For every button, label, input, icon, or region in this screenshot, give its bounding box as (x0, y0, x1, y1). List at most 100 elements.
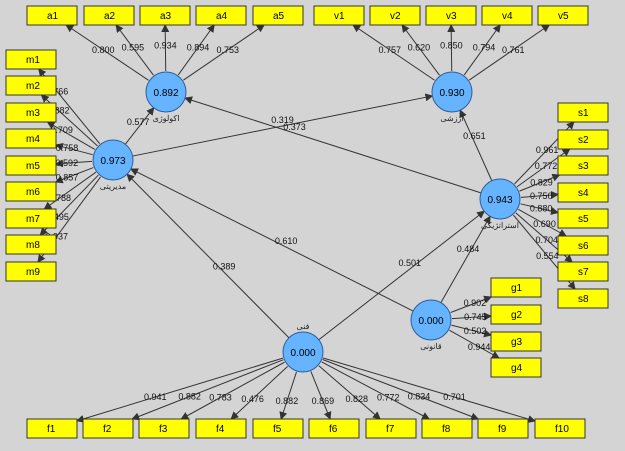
indicator-label: m8 (26, 240, 40, 251)
indicator-s1[interactable]: s1 (557, 102, 609, 123)
indicator-m2[interactable]: m2 (5, 75, 57, 96)
indicator-m5[interactable]: m5 (5, 155, 57, 176)
indicator-label: f4 (216, 424, 225, 435)
loading-label-v2: 0.620 (408, 43, 431, 53)
loading-label-g2: 0.745 (464, 312, 487, 322)
loading-label-s4: 0.750 (530, 191, 553, 201)
loading-arrow-g2 (451, 312, 492, 321)
loading-arrow-s5 (520, 203, 559, 215)
loading-label-s6: 0.690 (533, 219, 556, 229)
loading-arrow-f3 (180, 361, 285, 420)
loading-label-s5: 0.880 (530, 204, 553, 214)
indicator-m9[interactable]: m9 (5, 261, 57, 282)
indicator-m1[interactable]: m1 (5, 49, 57, 70)
loading-label-f1: 0.941 (144, 392, 167, 402)
indicator-f7[interactable]: f7 (365, 418, 417, 439)
indicator-s5[interactable]: s5 (557, 208, 609, 229)
indicator-f1[interactable]: f1 (26, 418, 78, 439)
indicator-label: g2 (511, 310, 523, 321)
indicator-label: f6 (329, 424, 338, 435)
indicator-label: v5 (558, 11, 569, 22)
path-coef-mod-arz: 0.319 (271, 115, 294, 125)
indicator-s3[interactable]: s3 (557, 155, 609, 176)
indicator-f10[interactable]: f10 (534, 418, 586, 439)
indicator-f9[interactable]: f9 (477, 418, 529, 439)
loading-arrow-f5 (279, 371, 297, 420)
loading-arrow-f2 (131, 359, 284, 421)
indicator-m4[interactable]: m4 (5, 128, 57, 149)
indicator-label: m5 (26, 161, 40, 172)
indicator-f8[interactable]: f8 (421, 418, 473, 439)
loading-arrow-a2 (115, 24, 154, 76)
path-arrow-mod-arz (132, 93, 434, 157)
indicator-f5[interactable]: f5 (252, 418, 304, 439)
loading-label-s8: 0.554 (536, 251, 559, 261)
path-arrow-fan-mod (126, 173, 290, 339)
indicator-a1[interactable]: a1 (26, 5, 78, 26)
indicator-label: s6 (578, 241, 589, 252)
indicator-a4[interactable]: a4 (195, 5, 247, 26)
indicator-s4[interactable]: s4 (557, 182, 609, 203)
latent-name: فنی (297, 322, 310, 331)
latent-name: اکولوژی (153, 114, 180, 123)
loading-arrow-a5 (183, 24, 265, 81)
indicator-g1[interactable]: g1 (490, 277, 542, 298)
latent-mod[interactable]: 0.973 مدیریتی (92, 139, 134, 191)
latent-akr[interactable]: 0.892 اکولوژی (145, 71, 187, 123)
loading-arrow-f10 (322, 357, 536, 423)
loading-label-s7: 0.704 (536, 235, 559, 245)
latent-value: 0.892 (153, 88, 178, 99)
indicator-a2[interactable]: a2 (83, 5, 135, 26)
indicator-s8[interactable]: s8 (557, 288, 609, 309)
latent-name: قانونی (420, 342, 442, 351)
loading-arrow-v4 (463, 24, 501, 76)
indicator-label: f1 (47, 424, 56, 435)
indicator-m7[interactable]: m7 (5, 208, 57, 229)
indicator-s6[interactable]: s6 (557, 235, 609, 256)
indicator-g3[interactable]: g3 (490, 331, 542, 352)
indicator-label: s8 (578, 294, 589, 305)
indicator-s2[interactable]: s2 (557, 129, 609, 150)
indicator-label: s3 (578, 161, 589, 172)
loading-label-s2: 0.772 (535, 161, 558, 171)
loading-label-f4: 0.476 (241, 394, 264, 404)
indicator-s7[interactable]: s7 (557, 261, 609, 282)
indicator-f4[interactable]: f4 (195, 418, 247, 439)
indicator-v1[interactable]: v1 (313, 5, 365, 26)
indicator-label: f10 (555, 424, 569, 435)
indicator-g2[interactable]: g2 (490, 304, 542, 325)
indicator-v3[interactable]: v3 (425, 5, 477, 26)
indicator-m3[interactable]: m3 (5, 102, 57, 123)
loading-label-m8: 0.495 (46, 212, 69, 222)
loading-label-g4: 0.944 (468, 342, 491, 352)
indicator-a3[interactable]: a3 (139, 5, 191, 26)
loading-arrow-s3 (519, 173, 561, 192)
indicator-g4[interactable]: g4 (490, 357, 542, 378)
latent-value: 0.973 (100, 156, 125, 167)
indicator-label: f7 (386, 424, 395, 435)
loading-label-a2: 0.595 (122, 43, 145, 53)
loading-arrow-g1 (450, 295, 493, 313)
loading-label-a1: 0.800 (92, 45, 115, 55)
indicator-label: a3 (160, 11, 172, 22)
loading-arrow-g3 (451, 324, 492, 338)
indicator-f2[interactable]: f2 (82, 418, 134, 439)
loading-arrow-v2 (401, 24, 440, 76)
path-coef-mod-akr: 0.577 (127, 117, 150, 127)
indicator-m8[interactable]: m8 (5, 234, 57, 255)
indicator-label: f9 (498, 424, 507, 435)
indicator-a5[interactable]: a5 (252, 5, 304, 26)
indicator-v4[interactable]: v4 (481, 5, 533, 26)
indicator-f3[interactable]: f3 (138, 418, 190, 439)
path-arrow-gha-mod (129, 168, 414, 312)
indicator-f6[interactable]: f6 (308, 418, 360, 439)
indicator-v2[interactable]: v2 (369, 5, 421, 26)
latent-name: مدیریتی (100, 182, 126, 191)
indicator-m6[interactable]: m6 (5, 181, 57, 202)
indicator-v5[interactable]: v5 (537, 5, 589, 26)
loading-label-m3: 0.709 (50, 125, 73, 135)
